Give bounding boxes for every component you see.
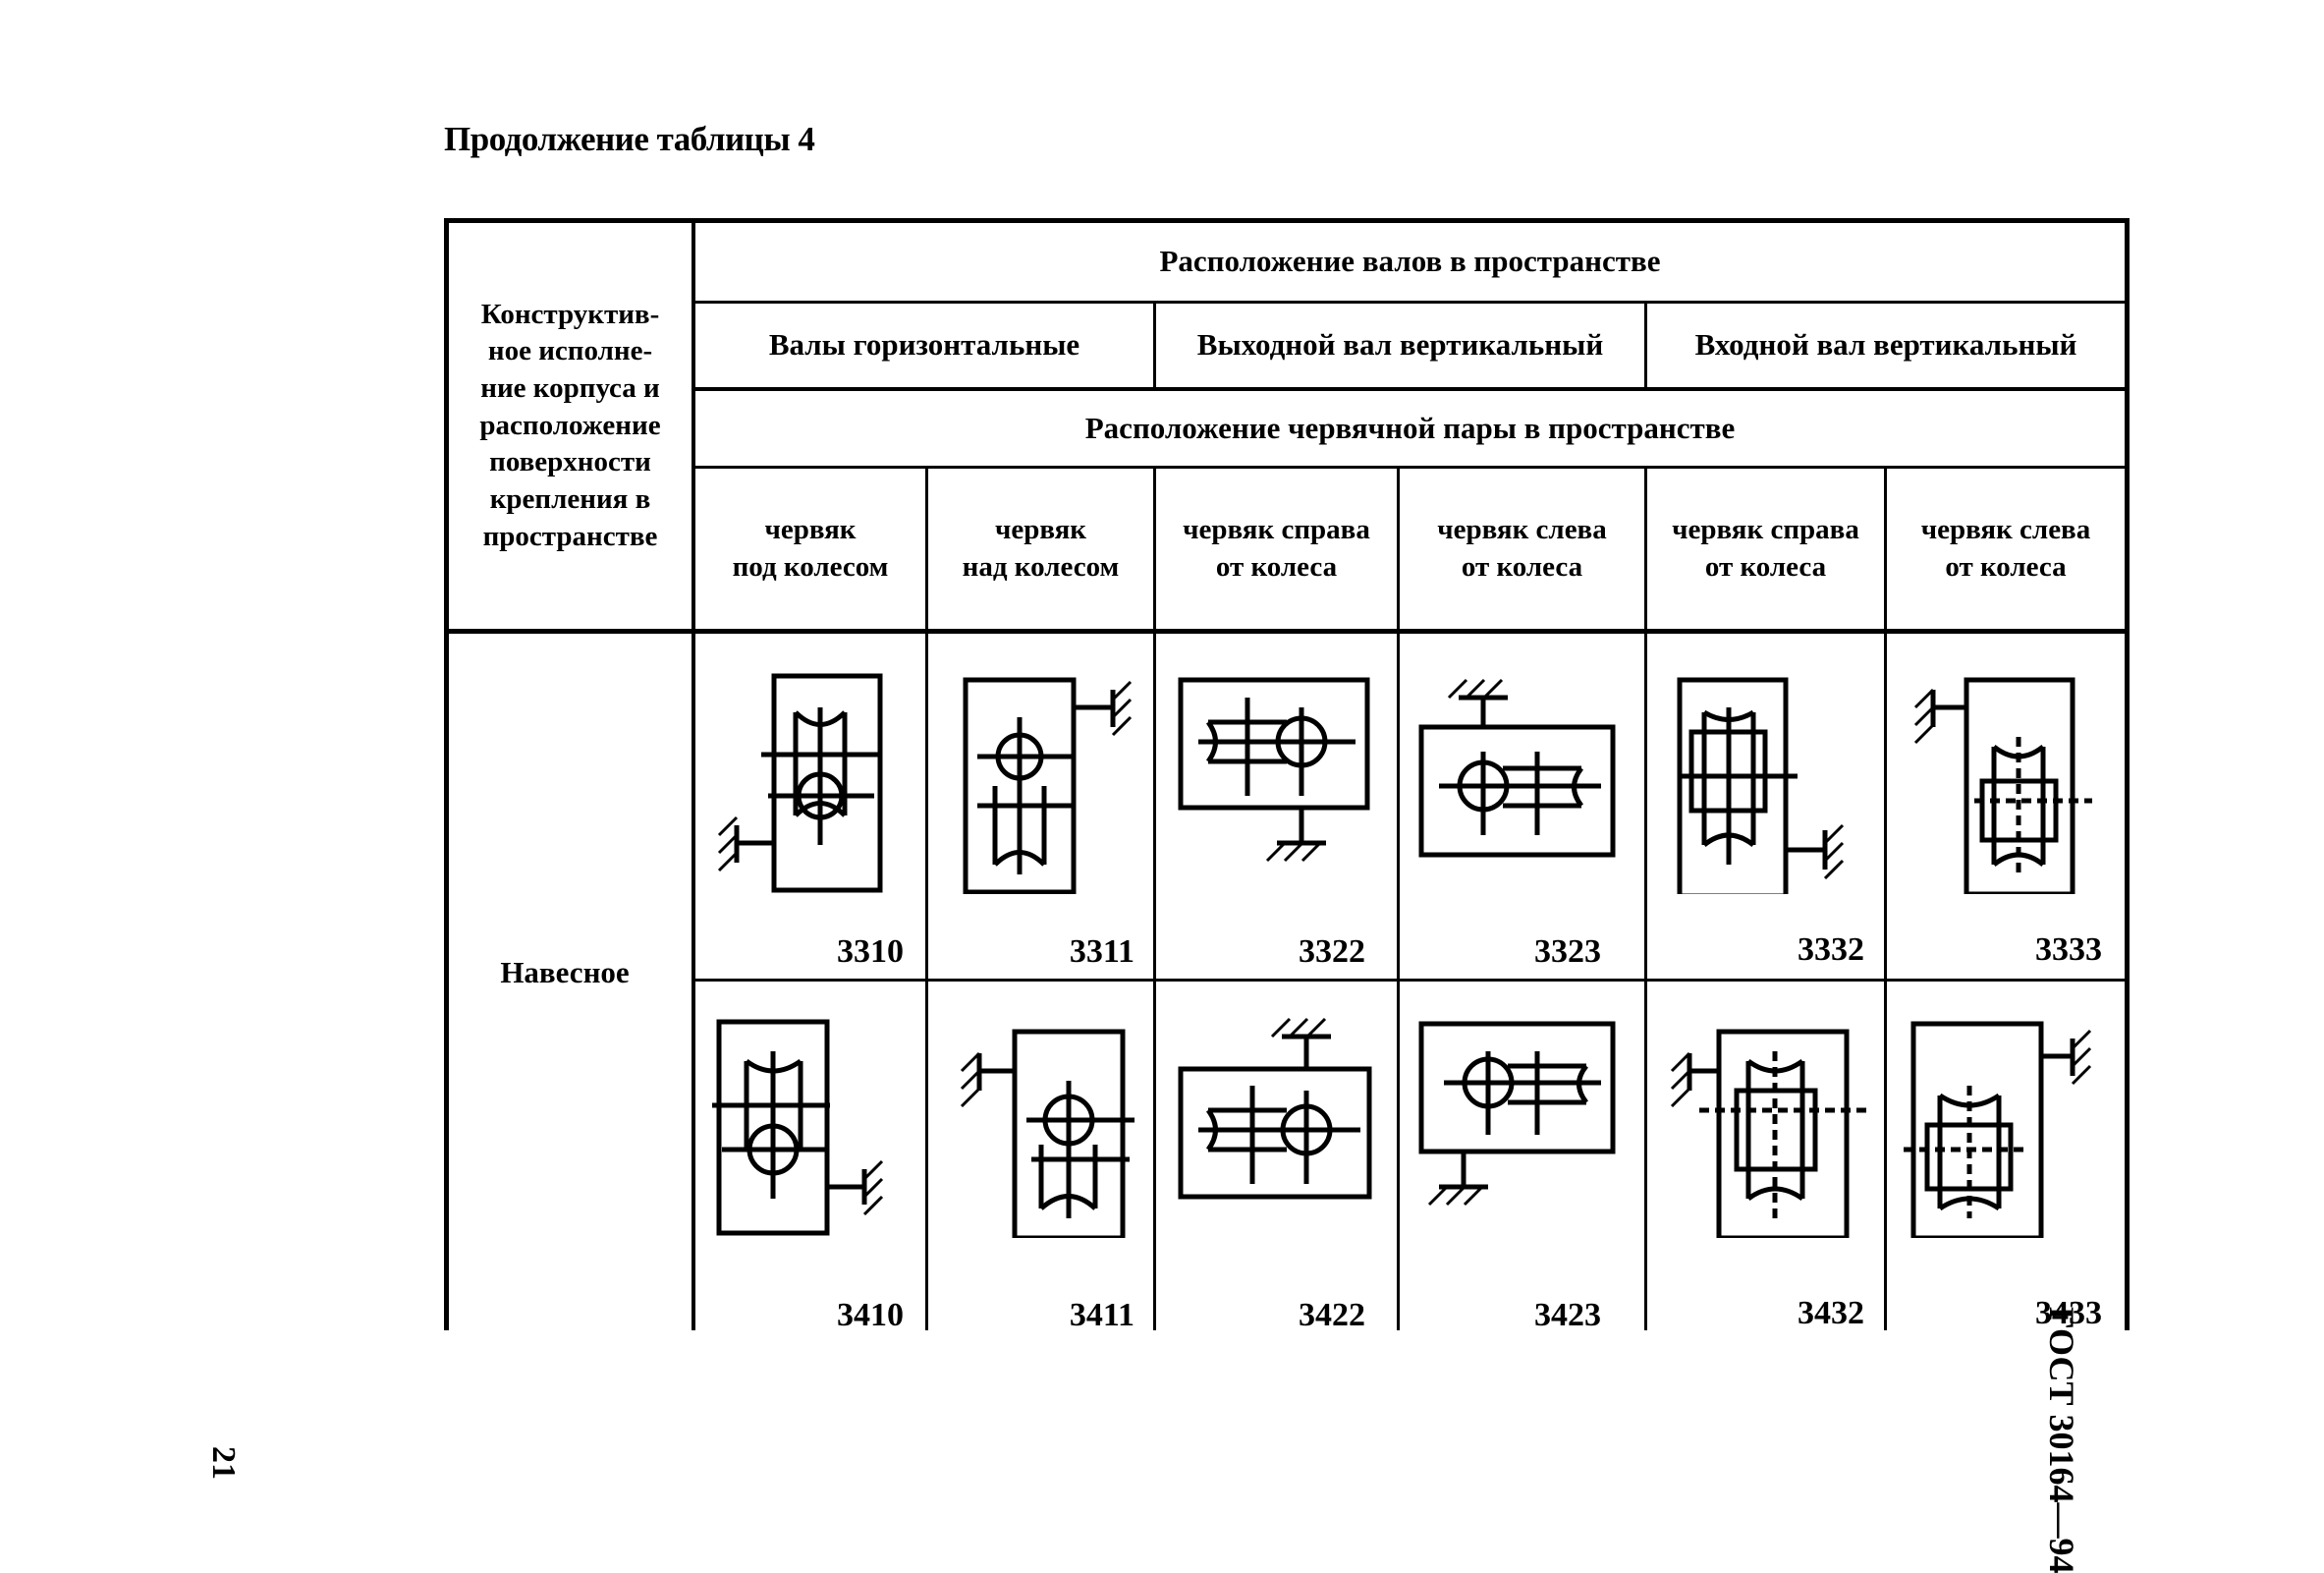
- row-header-line: ное исполне-: [487, 335, 653, 367]
- standard-label: ГОСТ 30164—94: [2042, 1307, 2081, 1573]
- row-header-line: расположение: [479, 409, 661, 441]
- worm-position-header: червяк справа от колеса: [1672, 513, 1859, 583]
- gearbox-sketch-3311: [963, 677, 1133, 894]
- code-label: 3333: [2035, 931, 2102, 968]
- shafts-header: Расположение валов в пространстве: [1159, 244, 1661, 279]
- row-header-line: Конструктив-: [480, 298, 660, 330]
- gearbox-sketch-3410: [712, 1019, 884, 1236]
- row-header-line: крепления в: [489, 483, 651, 516]
- mounting-type-label: Навесное: [500, 955, 630, 989]
- gearbox-sketch-3332: [1677, 677, 1845, 894]
- gearbox-sketch-3323: [1418, 678, 1616, 858]
- row-header-line: поверхности: [489, 446, 651, 478]
- shaft-group-output-vertical: Выходной вал вертикальный: [1196, 327, 1604, 363]
- worm-position-header: червяк слева от колеса: [1920, 513, 2091, 583]
- gearbox-sketch-3333: [1913, 677, 2092, 894]
- gearbox-sketch-3322: [1178, 677, 1370, 863]
- code-label: 3433: [2035, 1295, 2102, 1331]
- code-label: 3322: [1299, 933, 1365, 970]
- worm-position-header: червяк справа от колеса: [1183, 513, 1370, 583]
- gearbox-sketch-3433: [1904, 1021, 2092, 1238]
- shaft-group-input-vertical: Входной вал вертикальный: [1694, 327, 2077, 363]
- gearbox-sketch-3411: [960, 1029, 1134, 1238]
- code-label: 3311: [1069, 933, 1134, 970]
- worm-pair-header: Расположение червячной пары в пространст…: [1084, 410, 1736, 445]
- row-header-line: пространстве: [482, 520, 658, 552]
- gearbox-sketch-3432: [1670, 1029, 1866, 1238]
- worm-position-header: червяк над колесом: [962, 513, 1120, 583]
- code-label: 3410: [837, 1297, 904, 1333]
- row-header: Конструктив- ное исполне- ние корпуса и …: [449, 223, 692, 629]
- gearbox-sketch-3423: [1418, 1021, 1616, 1207]
- code-label: 3411: [1069, 1297, 1134, 1333]
- gearbox-sketch-3310: [717, 673, 883, 893]
- code-label: 3323: [1534, 933, 1601, 970]
- code-label: 3310: [837, 933, 904, 970]
- gearbox-sketch-3422: [1178, 1017, 1372, 1200]
- code-label: 3332: [1798, 931, 1864, 968]
- worm-position-header: червяк слева от колеса: [1437, 513, 1607, 583]
- code-label: 3432: [1798, 1295, 1864, 1331]
- worm-position-header: червяк под колесом: [732, 513, 889, 583]
- shaft-group-horizontal: Валы горизонтальные: [768, 327, 1080, 363]
- code-label: 3423: [1534, 1297, 1601, 1333]
- page-number: 21: [205, 1446, 242, 1480]
- code-label: 3422: [1299, 1297, 1365, 1333]
- row-header-line: ние корпуса и: [480, 371, 660, 404]
- table-caption: Продолжение таблицы 4: [444, 120, 815, 158]
